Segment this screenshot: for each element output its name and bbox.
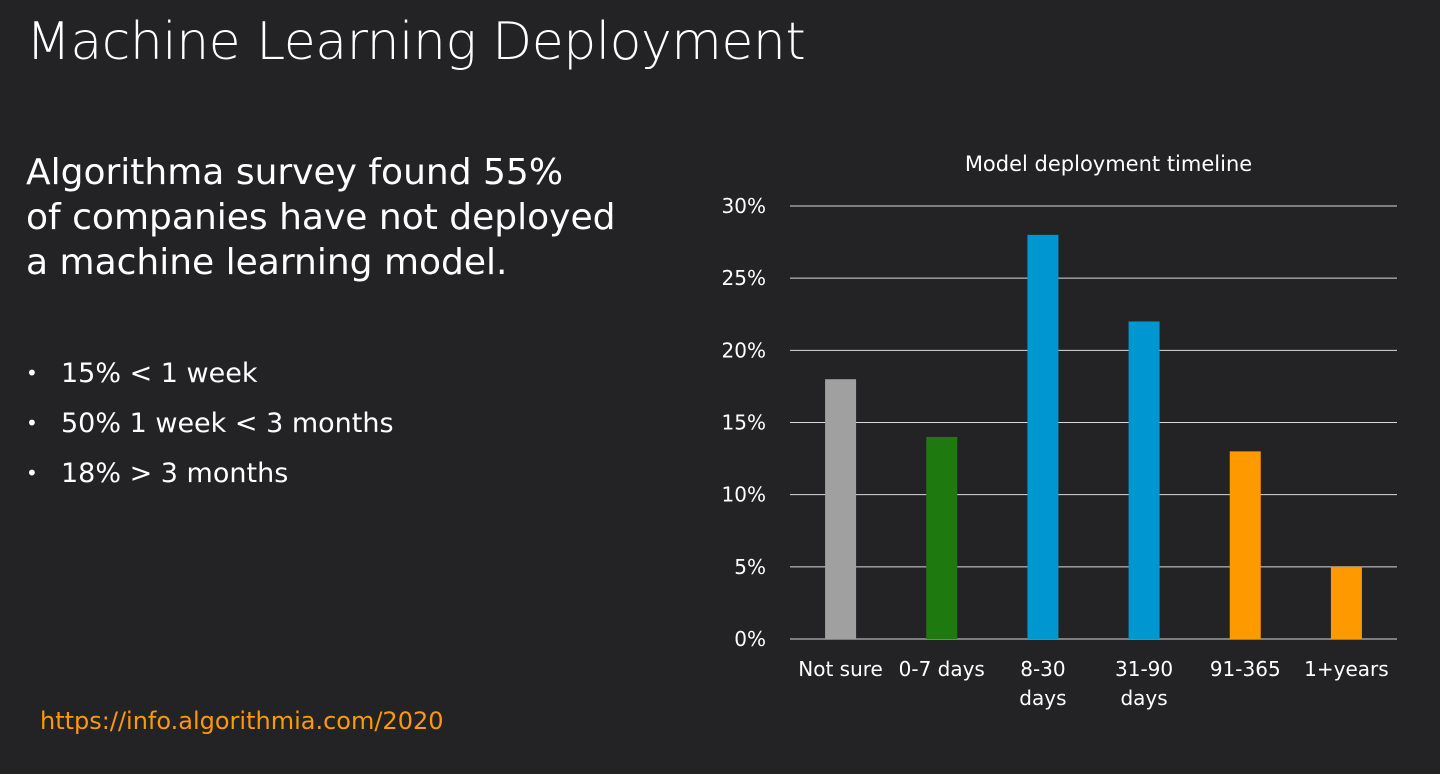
- headline-line: a machine learning model.: [26, 242, 508, 283]
- chart-title: Model deployment timeline: [965, 152, 1252, 176]
- slide-title: Machine Learning Deployment: [26, 12, 806, 72]
- x-tick-label: Not sure: [798, 657, 883, 681]
- deployment-timeline-chart: Model deployment timeline 0% 5% 10% 15% 20% 25…: [722, 152, 1397, 710]
- bullet-list: • 15% < 1 week • 50% 1 week < 3 months •…: [26, 348, 394, 498]
- x-tick-label: 0-7 days: [899, 657, 985, 681]
- source-link[interactable]: https://info.algorithmia.com/2020: [40, 707, 444, 735]
- bar: [1330, 566, 1362, 639]
- bullet-text: 50% 1 week < 3 months: [61, 407, 394, 439]
- bullet-text: 15% < 1 week: [61, 357, 258, 389]
- bar: [1229, 451, 1261, 639]
- y-tick-label: 25%: [722, 266, 766, 290]
- bar: [1128, 321, 1160, 639]
- bullet-text: 18% > 3 months: [61, 457, 289, 489]
- bullet-item: • 18% > 3 months: [26, 448, 394, 498]
- y-tick-label: 0%: [734, 627, 766, 651]
- bullet-item: • 50% 1 week < 3 months: [26, 398, 394, 448]
- bullet-dot-icon: •: [26, 461, 38, 485]
- bullet-item: • 15% < 1 week: [26, 348, 394, 398]
- headline-text: Algorithma survey found 55% of companies…: [26, 150, 666, 285]
- bar: [825, 379, 857, 639]
- y-tick-label: 15%: [722, 411, 766, 435]
- y-tick-label: 30%: [722, 194, 766, 218]
- headline-line: Algorithma survey found 55%: [26, 152, 564, 193]
- y-tick-label: 20%: [722, 338, 766, 362]
- headline-line: of companies have not deployed: [26, 197, 616, 238]
- x-tick-label: 1+years: [1304, 657, 1389, 681]
- bar: [1027, 234, 1059, 639]
- y-tick-label: 5%: [734, 555, 766, 579]
- bullet-dot-icon: •: [26, 411, 38, 435]
- bar: [926, 436, 958, 639]
- y-tick-label: 10%: [722, 483, 766, 507]
- x-tick-label: 91-365: [1210, 657, 1281, 681]
- bullet-dot-icon: •: [26, 361, 38, 385]
